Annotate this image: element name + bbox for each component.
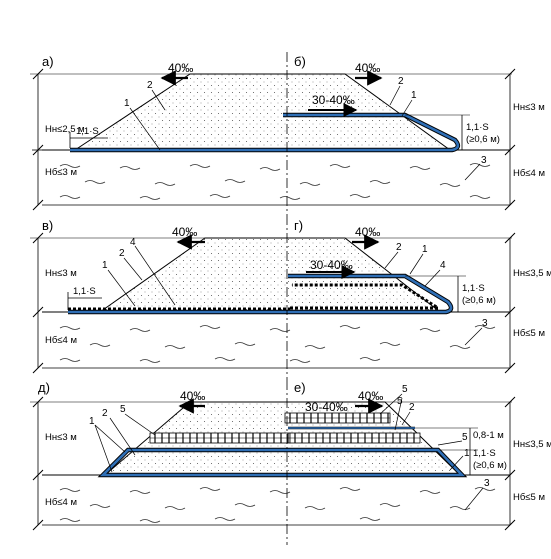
callout-number: 3 (481, 155, 487, 166)
panel-label-b: б) (294, 54, 306, 69)
callout-number: 3 (482, 318, 488, 329)
dim-label: Hн≤3 м (45, 432, 77, 443)
dim-label: Hн≤3,5 м (513, 268, 551, 279)
slope-label: 40‰ (168, 61, 193, 75)
dim-label: Hб≤5 м (513, 328, 545, 339)
slope-label: 40‰ (358, 389, 383, 403)
callout-number: 2 (147, 80, 153, 91)
slope-label: 40‰ (355, 61, 380, 75)
dim-label: 1,1·S (466, 122, 489, 133)
panel-label-v: в) (42, 218, 53, 233)
dim-label: (≥0,6 м) (462, 295, 496, 306)
panel-label-d: д) (38, 380, 50, 395)
labels: а) б) в) г) д) е) 40‰ 40‰ 30-40‰ 40‰ 40‰… (38, 54, 551, 508)
callout-number: 1 (464, 448, 470, 459)
callout-number: 3 (484, 478, 490, 489)
callout-number: 2 (398, 76, 404, 87)
callout-number: 2 (396, 242, 402, 253)
callout-number: 1 (124, 98, 130, 109)
dim-label: Hб≤5 м (513, 492, 545, 503)
dim-label: Hн≤3 м (45, 268, 77, 279)
dim-label: 0,8-1 м (473, 430, 504, 441)
callout-number: 1 (422, 244, 428, 255)
slope-label: 30-40‰ (310, 258, 353, 272)
panel-label-a: а) (42, 54, 54, 69)
dim-label: Hб≤4 м (45, 335, 77, 346)
callout-number: 5 (462, 432, 468, 443)
callout-number: 1 (411, 90, 417, 101)
soft-soil-waves-de (59, 487, 496, 523)
panel-ab (30, 52, 516, 215)
callout-number: 2 (409, 402, 415, 413)
callout-number: 5 (402, 384, 408, 395)
dim-label: 1,1·S (76, 126, 99, 137)
callout-number: 5 (120, 404, 126, 415)
dim-label: 1,1·S (73, 286, 96, 297)
geogrid-layer-g (290, 283, 444, 310)
dim-label: 1,1·S (473, 448, 496, 459)
dim-label: Hн≤3 м (513, 102, 545, 113)
dim-label: Hб≤4 м (513, 168, 545, 179)
slope-label: 30-40‰ (305, 400, 348, 414)
soft-soil-waves-ab (59, 163, 491, 200)
callout-number: 4 (130, 237, 136, 248)
callout-number: 1 (89, 416, 95, 427)
panel-vg (30, 215, 516, 380)
dim-label: Hб≤3 м (45, 167, 77, 178)
slope-label: 40‰ (180, 389, 205, 403)
slope-label: 30-40‰ (312, 93, 355, 107)
dim-label: Hн≤3,5 м (513, 439, 551, 450)
panel-label-g: г) (294, 218, 303, 233)
callout-number: 4 (440, 260, 446, 271)
dim-label: 1,1·S (462, 283, 485, 294)
callout-number: 2 (102, 408, 108, 419)
dim-label: Hн≤2,5 м (45, 124, 85, 135)
panel-de (30, 380, 516, 545)
panel-label-e: е) (294, 380, 306, 395)
callout-number: 5 (397, 396, 403, 407)
slope-label: 40‰ (355, 225, 380, 239)
dim-label: (≥0,6 м) (466, 134, 500, 145)
soft-soil-waves-vg (59, 325, 496, 363)
callout-number: 1 (102, 260, 108, 271)
slope-label: 40‰ (172, 225, 197, 239)
dim-label: (≥0,6 м) (473, 460, 507, 471)
dim-label: Hб≤4 м (45, 497, 77, 508)
embankment-ab (73, 73, 452, 151)
callout-number: 2 (119, 248, 125, 259)
